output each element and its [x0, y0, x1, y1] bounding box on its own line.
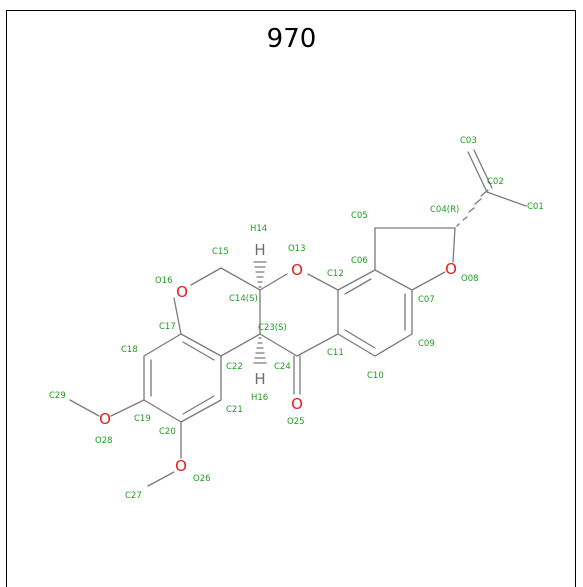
bond [190, 267, 222, 286]
atom-label: H16 [251, 393, 268, 403]
bond [344, 278, 372, 295]
oxygen-atom: O [176, 283, 188, 301]
atom-label: O13 [288, 244, 306, 254]
atom-label: H14 [250, 224, 267, 234]
atom-label: O25 [287, 417, 305, 427]
bond [220, 333, 261, 357]
bond [337, 333, 376, 357]
bond [374, 333, 413, 357]
bond [180, 333, 222, 357]
oxygen-atom: O [99, 410, 111, 428]
bond [307, 273, 339, 291]
atom-label: C29 [49, 391, 66, 401]
bond [69, 399, 100, 417]
hydrogen-atom: H [254, 370, 265, 388]
atom-symbols: O O O O O O H H [99, 241, 457, 475]
atom-label: C17 [159, 322, 176, 332]
bond [173, 297, 182, 335]
atom-label: C09 [418, 339, 435, 349]
atom-label: O28 [95, 436, 113, 446]
oxygen-atom: O [291, 395, 303, 413]
atom-label: C22 [226, 362, 243, 372]
atom-label: C14(S) [229, 294, 258, 304]
bond [473, 149, 493, 189]
atom-label: C04(R) [430, 205, 459, 215]
atom-label: O16 [155, 276, 173, 286]
bond [467, 151, 488, 193]
hashed-wedge-bond [253, 337, 267, 364]
atom-label: C21 [226, 405, 243, 415]
atom-label: C18 [121, 345, 138, 355]
bond [486, 191, 527, 207]
hashed-wedge-bond [456, 189, 489, 227]
hydrogen-atom: H [254, 241, 265, 259]
bond [182, 395, 215, 415]
atom-label: C06 [351, 256, 368, 266]
bond [337, 269, 376, 291]
bond [182, 341, 215, 361]
atom-labels: C03 C02 C01 C04(R) C05 C06 O08 C07 C09 C… [49, 136, 544, 501]
bond [110, 399, 145, 417]
bond [180, 399, 222, 423]
atom-label: C19 [134, 414, 151, 424]
atom-label: C01 [527, 202, 544, 212]
bond [220, 267, 261, 291]
bond [452, 227, 456, 263]
bond [259, 273, 288, 291]
atom-label: C12 [327, 269, 344, 279]
oxygen-atom: O [175, 457, 187, 475]
hashed-wedge-bond [253, 261, 267, 288]
diagram-title: 970 [266, 24, 317, 54]
bond [147, 471, 175, 487]
oxygen-atom: O [291, 261, 303, 279]
atom-label: C05 [351, 211, 368, 221]
bond [259, 333, 298, 357]
atom-label: C10 [367, 371, 384, 381]
atom-label: C15 [212, 247, 229, 257]
atom-label: C11 [327, 348, 344, 358]
diagram-frame [6, 10, 576, 587]
atom-label: C24 [274, 362, 291, 372]
bond [374, 269, 413, 291]
atom-label: O08 [461, 274, 479, 284]
atom-label: C03 [460, 136, 477, 146]
atom-label: C02 [487, 177, 504, 187]
atom-label: C07 [418, 295, 435, 305]
atom-label: O26 [193, 474, 211, 484]
bond [296, 333, 339, 357]
bond [143, 333, 182, 357]
bond [344, 329, 376, 349]
bond [143, 399, 182, 423]
atom-label: C20 [159, 427, 176, 437]
bond [411, 271, 446, 291]
oxygen-atom: O [445, 260, 457, 278]
atom-label: C23(S) [258, 323, 287, 333]
atom-label: C27 [125, 491, 142, 501]
bonds [69, 149, 527, 487]
